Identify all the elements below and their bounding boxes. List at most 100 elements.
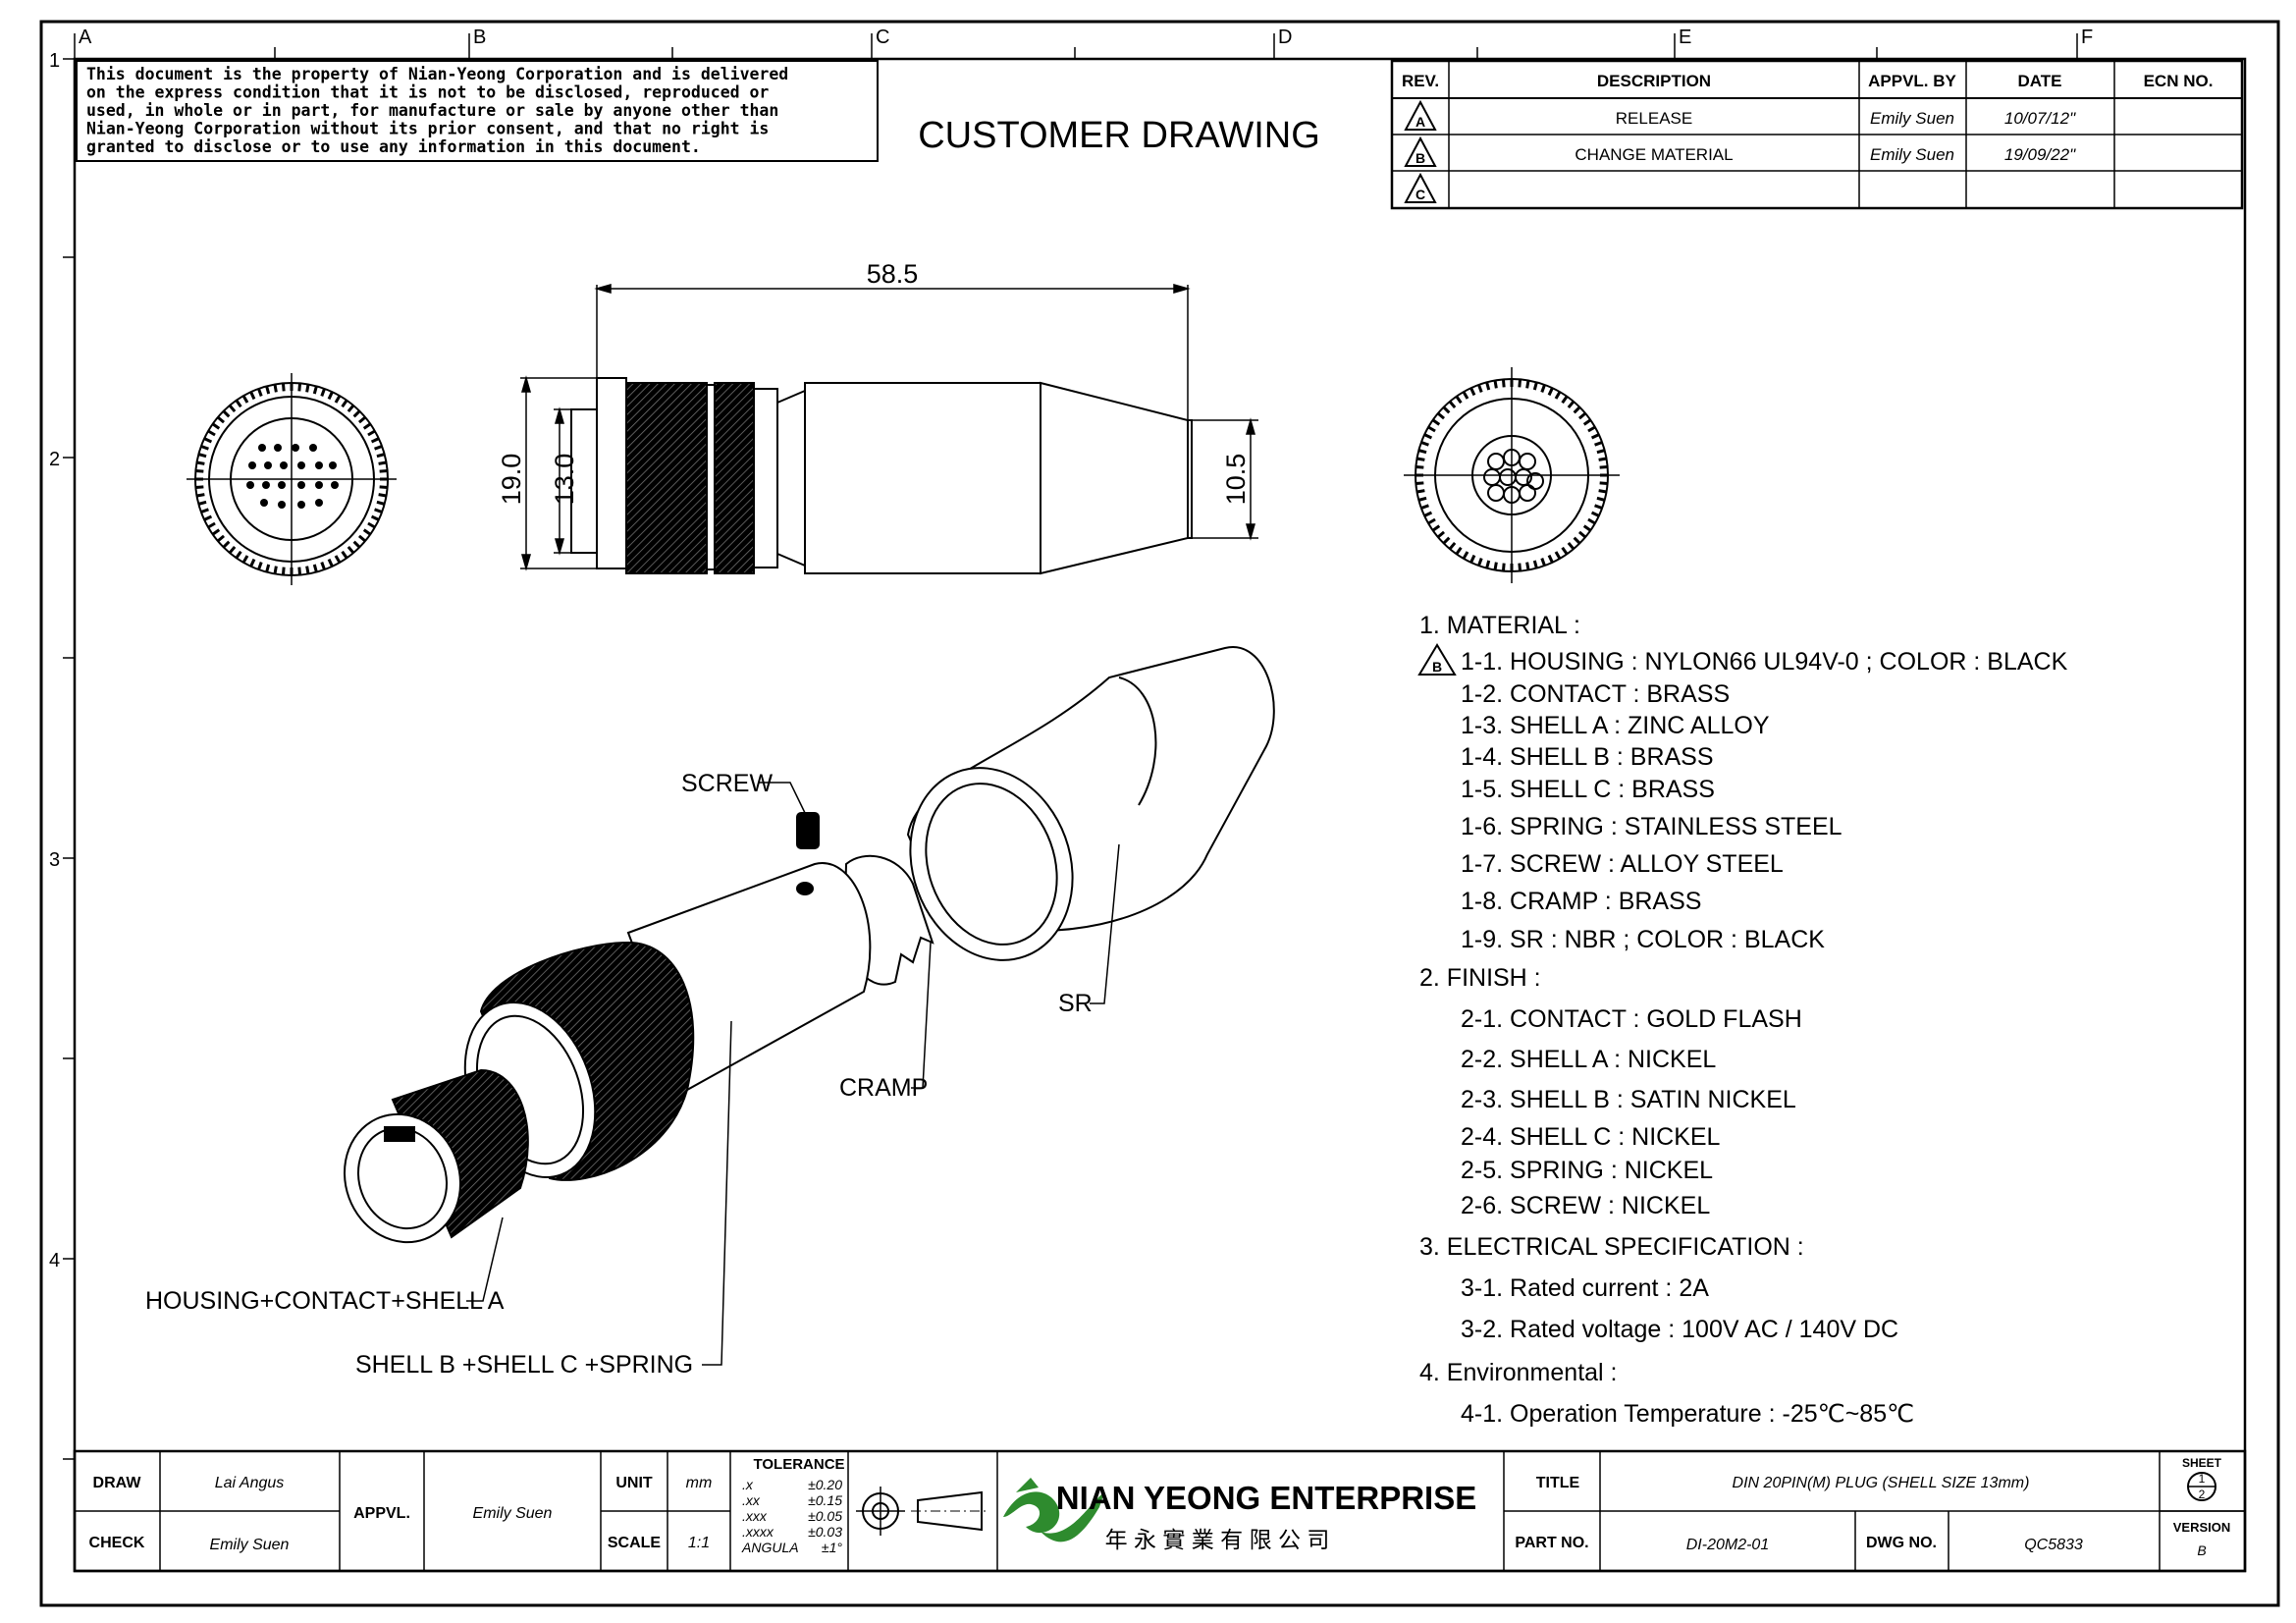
spec-line: 2-1. CONTACT : GOLD FLASH xyxy=(1461,1005,1802,1033)
company-name-zh: 年 永 實 業 有 限 公 司 xyxy=(1105,1527,1330,1552)
spec-line: 2-2. SHELL A : NICKEL xyxy=(1461,1046,1716,1073)
sheet-total: 2 xyxy=(2199,1488,2206,1501)
zone-column-label: E xyxy=(1679,27,1691,48)
ecn-header: ECN NO. xyxy=(2144,72,2214,90)
spec-line: 1-8. CRAMP : BRASS xyxy=(1461,888,1701,915)
tolerance-value: ±1° xyxy=(822,1540,842,1555)
rev-approver: Emily Suen xyxy=(1870,109,1954,128)
revision-table: REV. DESCRIPTION APPVL. BY DATE ECN NO. … xyxy=(1390,59,2244,210)
rev-date: 19/09/22" xyxy=(2004,145,2076,164)
check-value: Emily Suen xyxy=(210,1537,290,1553)
tolerance-value: ±0.15 xyxy=(808,1492,842,1508)
spec-line: 3-1. Rated current : 2A xyxy=(1461,1274,1709,1302)
draw-label: DRAW xyxy=(93,1475,142,1491)
spec-line: 1-3. SHELL A : ZINC ALLOY xyxy=(1461,712,1770,739)
appvl-label: APPVL. xyxy=(353,1505,410,1522)
rev-triangle-icon xyxy=(1404,172,1437,203)
notice-line: Nian-Yeong Corporation without its prior… xyxy=(86,120,769,138)
dim-length: 58.5 xyxy=(867,259,919,289)
zone-column-label: B xyxy=(473,27,486,48)
notice-text: This document is the property of Nian-Ye… xyxy=(86,65,788,156)
zone-column-label: C xyxy=(876,27,889,48)
rev-header: REV. xyxy=(1402,72,1439,90)
date-header: DATE xyxy=(2017,72,2061,90)
zone-row-label: 1 xyxy=(49,50,60,72)
spec-notes: 1. MATERIAL :1-1. HOUSING : NYLON66 UL94… xyxy=(1419,612,2068,1428)
tolerance-value: ±0.03 xyxy=(808,1524,842,1540)
callout-shell: SHELL B +SHELL C +SPRING xyxy=(355,1351,693,1379)
zone-row-label: 4 xyxy=(49,1250,60,1271)
spec-line: 1-9. SR : NBR ; COLOR : BLACK xyxy=(1461,926,1825,953)
rev-description: RELEASE xyxy=(1616,109,1692,128)
part-value: DI-20M2-01 xyxy=(1686,1537,1769,1553)
exploded-view xyxy=(344,646,1275,1244)
version-value: B xyxy=(2197,1542,2206,1558)
sheet-number: 1 xyxy=(2199,1472,2206,1486)
dim-tail-diameter: 10.5 xyxy=(1221,454,1251,506)
spec-line: 1-1. HOUSING : NYLON66 UL94V-0 ; COLOR :… xyxy=(1461,648,2068,676)
callout-screw: SCREW xyxy=(681,770,773,797)
notice-line: used, in whole or in part, for manufactu… xyxy=(86,101,778,120)
notice-line: granted to disclose or to use any inform… xyxy=(86,137,701,156)
rev-triangle-icon xyxy=(1417,643,1457,676)
title-value: DIN 20PIN(M) PLUG (SHELL SIZE 13mm) xyxy=(1733,1475,2030,1491)
version-label: VERSION xyxy=(2173,1520,2231,1535)
dim-inner-diameter: 13.0 xyxy=(550,454,579,506)
title-block xyxy=(73,1449,2247,1573)
title-label: TITLE xyxy=(1536,1475,1580,1491)
page-title: CUSTOMER DRAWING xyxy=(918,115,1320,156)
spec-line: 2. FINISH : xyxy=(1419,964,1541,992)
dimensions xyxy=(520,284,1258,571)
notice-line: This document is the property of Nian-Ye… xyxy=(86,65,788,83)
callout-housing: HOUSING+CONTACT+SHELL A xyxy=(145,1287,505,1315)
spec-line: 4-1. Operation Temperature : -25℃~85℃ xyxy=(1461,1400,1914,1428)
rev-date: 10/07/12" xyxy=(2004,109,2076,128)
description-header: DESCRIPTION xyxy=(1597,72,1711,90)
rev-approver: Emily Suen xyxy=(1870,145,1954,164)
check-label: CHECK xyxy=(89,1535,145,1551)
spec-line: 2-4. SHELL C : NICKEL xyxy=(1461,1123,1721,1151)
rear-contacts xyxy=(1483,449,1544,504)
company-logo xyxy=(1003,1478,1104,1542)
spec-line: 2-5. SPRING : NICKEL xyxy=(1461,1157,1713,1184)
dim-outer-diameter: 19.0 xyxy=(497,454,526,506)
tolerance-key: ANGULA xyxy=(741,1540,799,1555)
spec-line: 3. ELECTRICAL SPECIFICATION : xyxy=(1419,1233,1804,1261)
spec-line: 1-5. SHELL C : BRASS xyxy=(1461,776,1715,803)
spec-rev-letter: B xyxy=(1432,659,1442,675)
tolerance-key: .xxxx xyxy=(742,1524,774,1540)
contact-pins xyxy=(246,444,339,509)
rear-end-view xyxy=(1404,367,1620,583)
side-view xyxy=(570,377,1193,575)
zone-column-label: D xyxy=(1278,27,1292,48)
unit-label: UNIT xyxy=(615,1475,653,1491)
appvl-value: Emily Suen xyxy=(473,1505,553,1522)
spec-line: 1-4. SHELL B : BRASS xyxy=(1461,743,1714,771)
spec-line: 2-3. SHELL B : SATIN NICKEL xyxy=(1461,1086,1796,1113)
tolerance-label: TOLERANCE xyxy=(753,1456,844,1473)
spec-line: 3-2. Rated voltage : 100V AC / 140V DC xyxy=(1461,1316,1898,1343)
dwg-label: DWG NO. xyxy=(1866,1535,1937,1551)
rev-triangle-icon xyxy=(1404,135,1437,167)
part-label: PART NO. xyxy=(1515,1535,1588,1551)
spec-line: 4. Environmental : xyxy=(1419,1359,1618,1386)
appvl-header: APPVL. BY xyxy=(1868,72,1956,90)
rev-letter: C xyxy=(1415,187,1425,202)
draw-value: Lai Angus xyxy=(215,1475,285,1491)
tolerance-value: ±0.20 xyxy=(808,1477,842,1492)
tolerance-key: .xxx xyxy=(742,1508,768,1524)
tolerance-key: .xx xyxy=(742,1492,761,1508)
company-name-en: NIAN YEONG ENTERPRISE xyxy=(1056,1480,1476,1516)
tolerance-list: .x±0.20.xx±0.15.xxx±0.05.xxxx±0.03ANGULA… xyxy=(741,1477,842,1555)
callout-leaders xyxy=(466,782,1120,1366)
rev-letter: A xyxy=(1415,114,1425,130)
rev-triangle-icon xyxy=(1404,99,1437,131)
unit-value: mm xyxy=(686,1475,713,1491)
callout-sr: SR xyxy=(1058,990,1093,1017)
zone-column-label: F xyxy=(2081,27,2093,48)
spec-line: 1-2. CONTACT : BRASS xyxy=(1461,680,1730,708)
rev-description: CHANGE MATERIAL xyxy=(1575,145,1733,164)
zone-row-label: 3 xyxy=(49,849,60,871)
